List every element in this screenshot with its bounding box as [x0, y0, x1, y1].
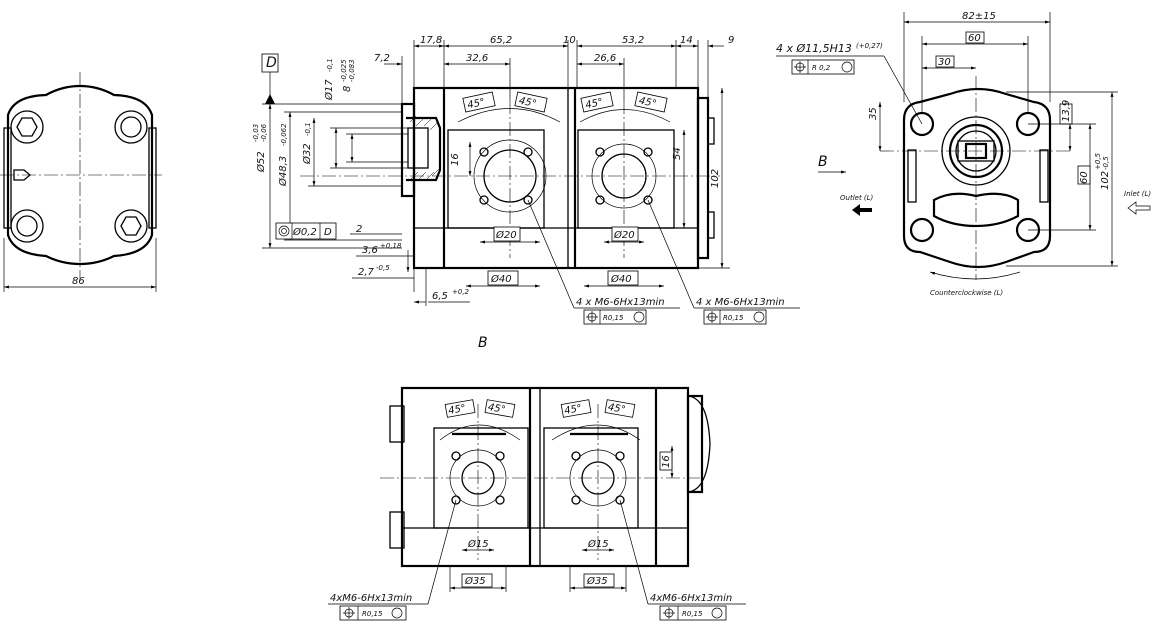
front-thread-text-2: 4 x M6-6Hx13min [696, 297, 785, 308]
bottom-view-b: 45° 45° 45° 45° 16 Ø15 Ø15 Ø35 Ø35 4xM6-… [328, 386, 746, 621]
outlet-label: Outlet (L) [840, 194, 874, 202]
dim-2: 2 [356, 224, 362, 235]
right-dim-82: 82±15 [962, 11, 996, 22]
dim-d20-2: Ø20 [613, 229, 635, 241]
right-dim-30: 30 [938, 57, 951, 68]
front-position-tol-2: R0,15 [723, 314, 744, 322]
front-small-dimensions [350, 233, 470, 306]
front-top-dimensions [384, 40, 724, 104]
dim-d48: Ø48,3 [277, 156, 289, 187]
bottom-position-tol-1: R0,15 [362, 610, 383, 618]
bottom-angle-3: 45° [563, 403, 582, 417]
pilot-dimensions [262, 104, 408, 249]
right-position-tol: R 0,2 [812, 64, 831, 72]
inlet-arrow-icon [1127, 201, 1151, 215]
right-top-dimensions [903, 12, 1051, 112]
dim-16: 16 [450, 153, 461, 166]
dim-9: 9 [728, 35, 734, 46]
dim-d52: Ø52 [255, 151, 267, 173]
dim-32-6: 32,6 [466, 53, 488, 64]
bottom-dim-d15-2: Ø15 [587, 538, 609, 550]
bottom-thread-text-2: 4xM6-6Hx13min [650, 593, 732, 604]
flange-hatching [409, 115, 441, 181]
dim-6-5: 6,5 [432, 291, 448, 302]
dim-65-2: 65,2 [490, 35, 512, 46]
bottom-thread-callout-1: 4xM6-6Hx13min R0,15 [328, 499, 457, 621]
bottom-angle-2: 45° [487, 402, 506, 416]
right-dim-13-9: 13,9 [1061, 100, 1072, 122]
front-angle-3: 45° [584, 97, 604, 111]
right-dim-102-tol-up: +0,5 [1094, 152, 1102, 170]
dim-d40-2: Ø40 [610, 273, 632, 285]
bottom-angle-1: 45° [447, 403, 466, 417]
right-hole-text: 4 x Ø11,5H13 [776, 42, 852, 55]
view-b-title: B [478, 335, 488, 351]
bottom-dim-d35-2: Ø35 [586, 575, 608, 587]
dim-d17-tol: -0,1 [326, 58, 334, 72]
front-thread-callout-1: 4 x M6-6Hx13min R0,15 [527, 199, 680, 325]
inlet-label: Inlet (L) [1124, 190, 1151, 198]
bottom-dim-16: 16 [661, 455, 672, 468]
bottom-dim-d15-1: Ø15 [467, 538, 489, 550]
rotation-label: Counterclockwise (L) [930, 289, 1003, 297]
dim-26-6: 26,6 [594, 53, 616, 64]
bottom-thread-callout-2: 4xM6-6Hx13min R0,15 [619, 499, 746, 621]
dim-10: 10 [563, 35, 576, 46]
dim-54: 54 [672, 147, 683, 160]
dim-d32: Ø32 [301, 143, 313, 165]
dim-3-6: 3,6 [362, 245, 378, 256]
dim-8: 8 [342, 86, 353, 92]
dim-17-8: 17,8 [420, 35, 442, 46]
dim-8-tol-up: -0,025 [340, 59, 348, 82]
outlet-arrow-icon [852, 204, 872, 216]
bottom-angle-4: 45° [607, 402, 626, 416]
dim-d32-tol: -0,1 [304, 122, 312, 136]
dim-2-7: 2,7 [358, 267, 375, 278]
right-dim-35: 35 [868, 107, 879, 120]
right-hole-tol: (+0,27) [856, 42, 883, 50]
dim-d40-1: Ø40 [490, 273, 512, 285]
right-end-view: 82±15 60 30 4 x Ø11,5H13 (+0,27) R 0,2 3… [776, 11, 1151, 297]
left-end-view: 86 [0, 72, 162, 292]
front-angle-1: 45° [466, 97, 486, 111]
bottom-position-tol-2: R0,15 [682, 610, 703, 618]
dim-53-2: 53,2 [622, 35, 644, 46]
right-hole-callout: 4 x Ø11,5H13 (+0,27) R 0,2 [776, 42, 923, 125]
concentricity-frame: Ø0,2 D [275, 222, 337, 240]
right-dim-102-tol-lo: -0,5 [1102, 156, 1110, 170]
left-width-dim: 86 [72, 276, 85, 287]
bottom-port-bolt-holes [451, 451, 625, 505]
dim-d52-tol-up: -0,03 [252, 124, 260, 142]
concentricity-datum: D [324, 227, 332, 238]
dim-102: 102 [710, 169, 721, 188]
front-thread-callout-2: 4 x M6-6Hx13min R0,15 [647, 199, 800, 325]
datum-label: D [266, 55, 277, 71]
bottom-thread-text-1: 4xM6-6Hx13min [330, 593, 412, 604]
right-dim-102: 102 [1100, 171, 1111, 190]
front-position-tol-1: R0,15 [603, 314, 624, 322]
dim-7-2: 7,2 [374, 53, 390, 64]
dim-8-tol-lo: -0,083 [348, 59, 356, 82]
front-thread-text-1: 4 x M6-6Hx13min [576, 297, 665, 308]
front-port-bolt-holes [479, 147, 653, 205]
dim-2-7-tol: -0,5 [376, 264, 390, 272]
front-angle-4: 45° [638, 96, 658, 110]
right-dim-60-top: 60 [968, 33, 981, 44]
right-view-letter: B [818, 154, 828, 170]
dim-3-6-tol: +0,18 [380, 242, 402, 250]
dim-6-5-tol: +0,2 [452, 288, 470, 296]
bottom-dim-d35-1: Ø35 [464, 575, 486, 587]
right-dim-60-side: 60 [1079, 171, 1090, 184]
dim-d48-tol: -0,062 [280, 123, 288, 146]
dim-14: 14 [680, 35, 693, 46]
front-angle-2: 45° [518, 96, 538, 110]
dim-d52-tol-lo: -0,06 [260, 123, 268, 142]
front-view: 45° 45° 45° 45° [252, 35, 800, 325]
dim-d17: Ø17 [323, 79, 335, 101]
concentricity-value: Ø0,2 [292, 226, 317, 238]
dim-d20-1: Ø20 [495, 229, 517, 241]
